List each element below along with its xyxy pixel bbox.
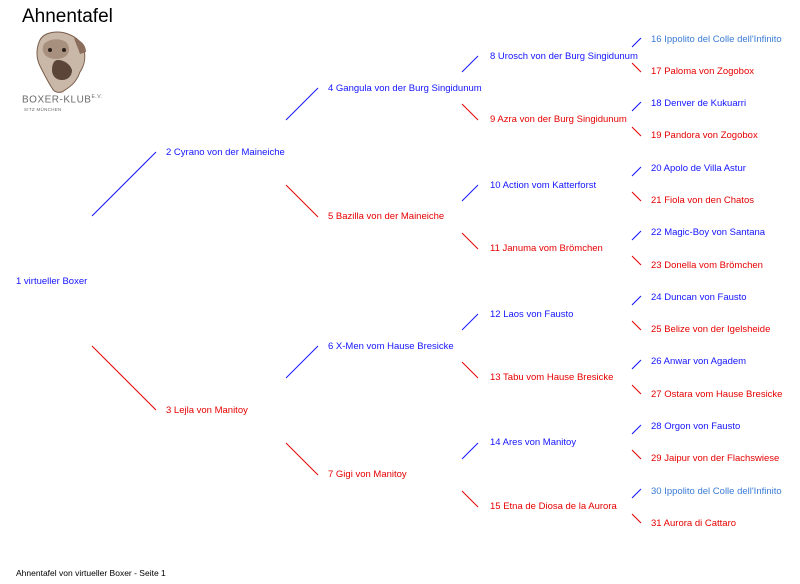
ancestor-21: 21 Fiola von den Chatos [651, 195, 754, 206]
ancestor-27: 27 Ostara vom Hause Bresicke [651, 389, 783, 400]
ancestor-4: 4 Gangula von der Burg Singidunum [328, 83, 482, 94]
ancestor-8: 8 Urosch von der Burg Singidunum [490, 51, 638, 62]
ancestor-1: 1 virtueller Boxer [16, 276, 88, 287]
ancestor-20: 20 Apolo de Villa Astur [651, 163, 746, 174]
ancestor-22: 22 Magic-Boy von Santana [651, 227, 766, 238]
logo-subtitle: SITZ MÜNCHEN [24, 107, 62, 112]
ancestor-6: 6 X-Men vom Hause Bresicke [328, 341, 454, 352]
ancestor-16: 16 Ippolito del Colle dell'Infinito [651, 34, 782, 45]
ancestor-30: 30 Ippolito del Colle dell'Infinito [651, 486, 782, 497]
ancestor-13: 13 Tabu vom Hause Bresicke [490, 372, 614, 383]
ancestor-24: 24 Duncan von Fausto [651, 292, 747, 303]
ancestor-23: 23 Donella vom Brömchen [651, 260, 763, 271]
ancestor-15: 15 Etna de Diosa de la Aurora [490, 501, 617, 512]
ancestor-11: 11 Januma vom Brömchen [490, 243, 603, 254]
ancestor-31: 31 Aurora di Cattaro [651, 518, 737, 529]
ancestor-26: 26 Anwar von Agadem [651, 356, 747, 367]
ancestor-2: 2 Cyrano von der Maineiche [166, 147, 285, 158]
ancestor-18: 18 Denver de Kukuarri [651, 98, 747, 109]
ancestor-25: 25 Belize von der Igelsheide [651, 324, 771, 335]
page-title: Ahnentafel [22, 6, 113, 27]
page-footer: Ahnentafel von virtueller Boxer - Seite … [16, 568, 166, 578]
ancestor-28: 28 Orgon von Fausto [651, 421, 741, 432]
logo-name: BOXER-KLUBE.V. [22, 94, 103, 106]
ancestor-9: 9 Azra von der Burg Singidunum [490, 114, 627, 125]
ancestor-29: 29 Jaipur von der Flachswiese [651, 453, 780, 464]
ancestor-14: 14 Ares von Manitoy [490, 437, 577, 448]
ancestor-3: 3 Lejla von Manitoy [166, 405, 248, 416]
boxer-dog-logo-icon [14, 30, 110, 122]
ancestor-19: 19 Pandora von Zogobox [651, 130, 758, 141]
ancestor-5: 5 Bazilla von der Maineiche [328, 211, 445, 222]
ancestor-7: 7 Gigi von Manitoy [328, 469, 407, 480]
ancestor-10: 10 Action vom Katterforst [490, 180, 597, 191]
ancestor-12: 12 Laos von Fausto [490, 309, 574, 320]
ancestor-17: 17 Paloma von Zogobox [651, 66, 754, 77]
